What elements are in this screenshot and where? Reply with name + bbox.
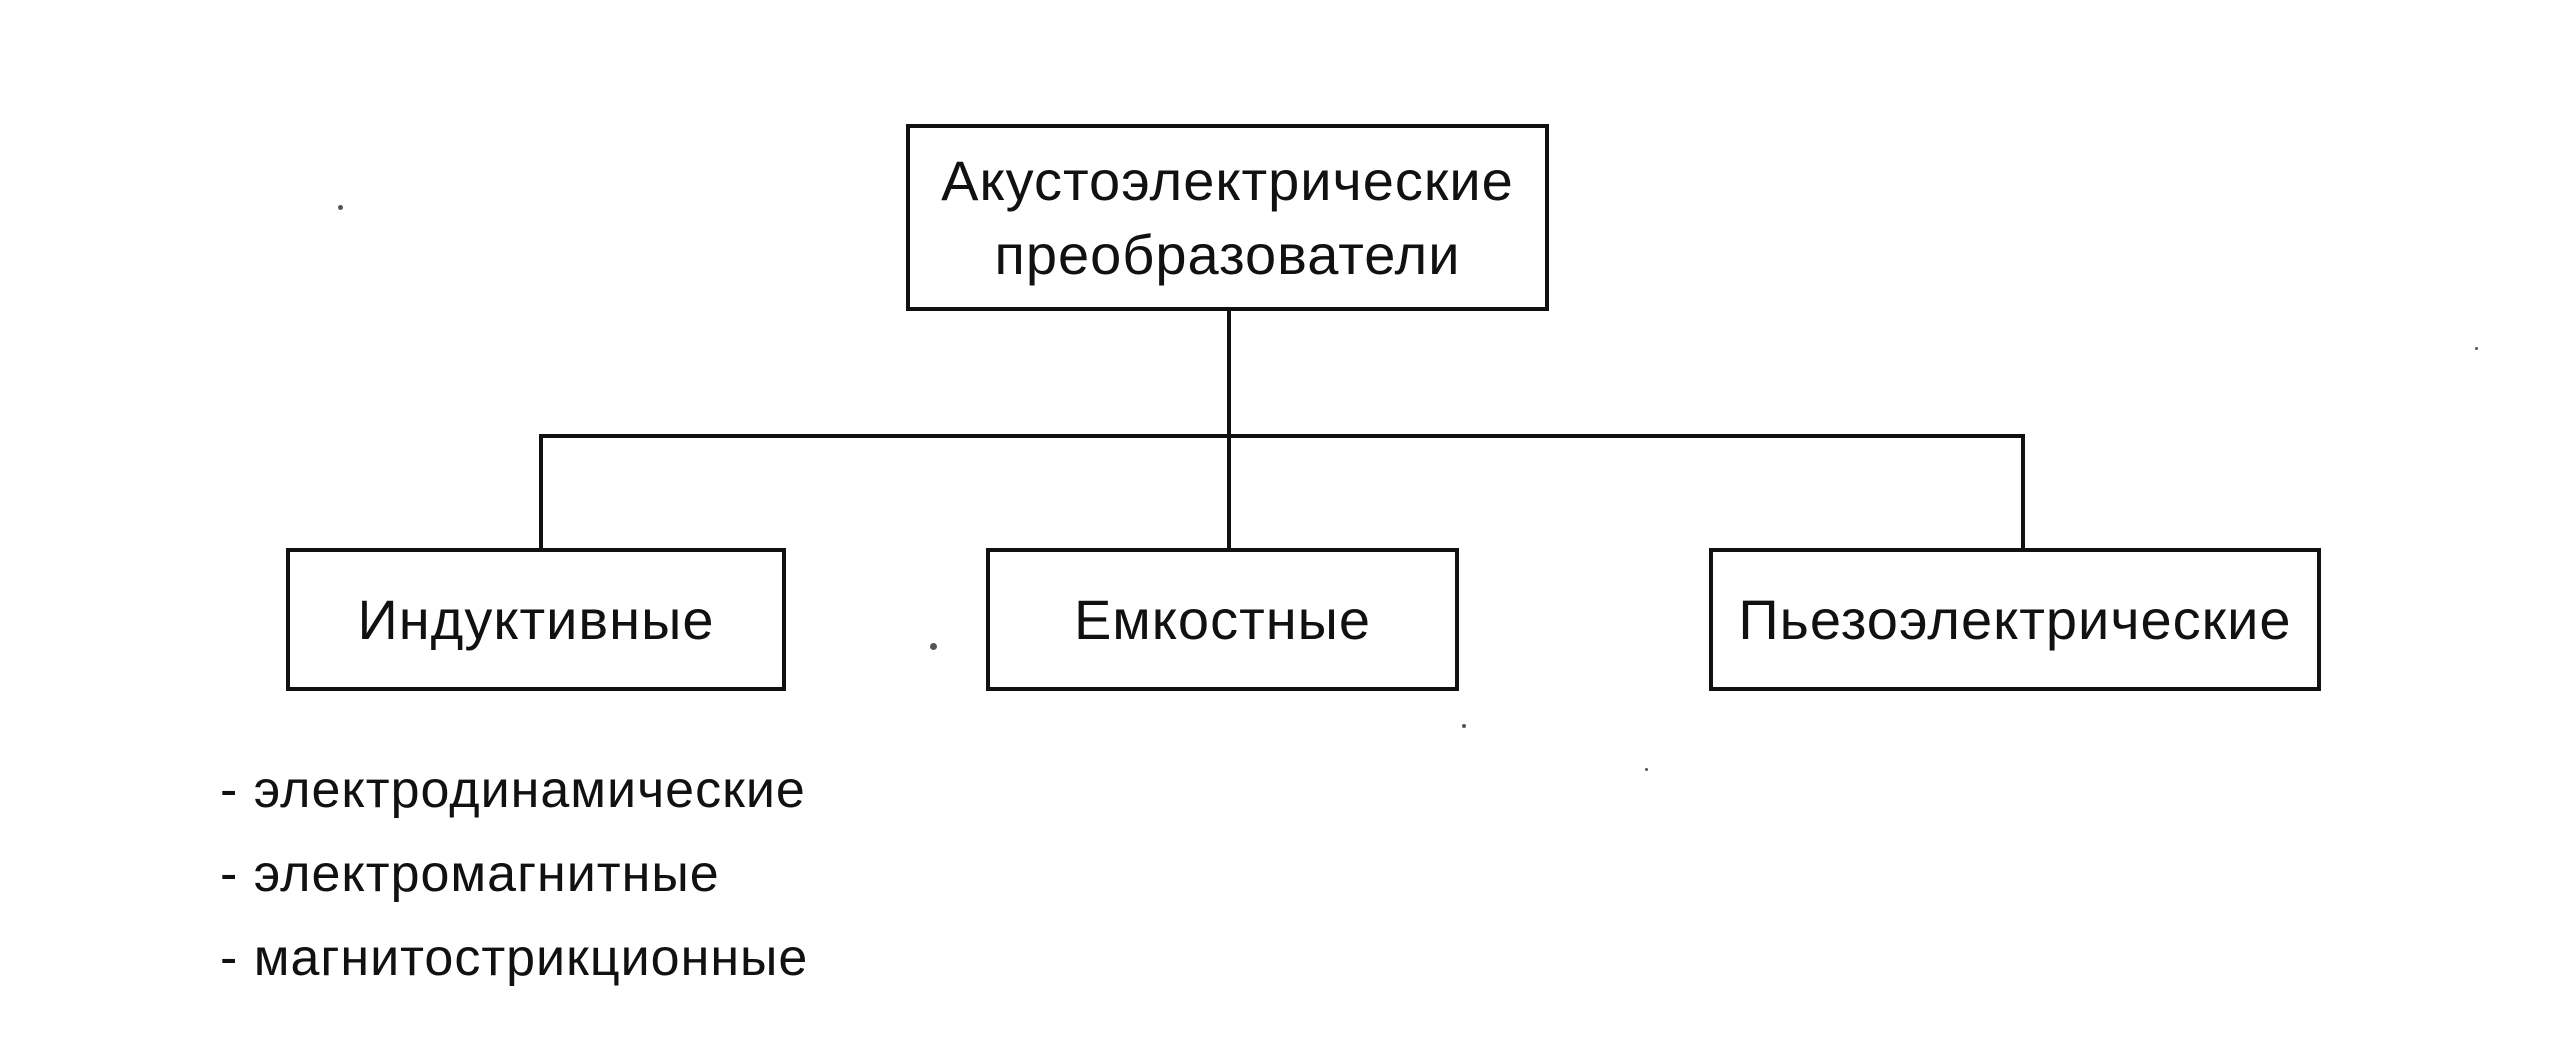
scan-speck: [930, 643, 937, 650]
root-node: Акустоэлектрические преобразователи: [906, 124, 1549, 311]
child-node-label: Пьезоэлектрические: [1738, 587, 2292, 651]
list-item: - электродинамические: [220, 761, 806, 819]
child-node-inductive: Индуктивные: [286, 548, 786, 691]
connector-root-down: [1227, 311, 1231, 548]
list-item: - магнитострикционные: [220, 929, 809, 987]
list-item: - электромагнитные: [220, 845, 720, 903]
scan-speck: [338, 205, 343, 210]
child-node-piezoelectric: Пьезоэлектрические: [1709, 548, 2321, 691]
scan-speck: [2475, 347, 2478, 350]
connector-drop-inductive: [539, 434, 543, 548]
inductive-subtypes-list: - электродинамические - электромагнитные…: [220, 748, 808, 1000]
connector-drop-piezoelectric: [2021, 434, 2025, 548]
child-node-label: Емкостные: [1073, 587, 1372, 651]
root-node-label: Акустоэлектрические преобразователи: [941, 144, 1514, 292]
connector-horizontal-bar: [539, 434, 2025, 438]
child-node-capacitive: Емкостные: [986, 548, 1459, 691]
root-node-label-line1: Акустоэлектрические: [941, 148, 1514, 212]
root-node-label-line2: преобразователи: [994, 222, 1461, 286]
scan-speck: [1462, 724, 1466, 728]
child-node-label: Индуктивные: [357, 587, 715, 651]
scan-speck: [1645, 768, 1648, 771]
